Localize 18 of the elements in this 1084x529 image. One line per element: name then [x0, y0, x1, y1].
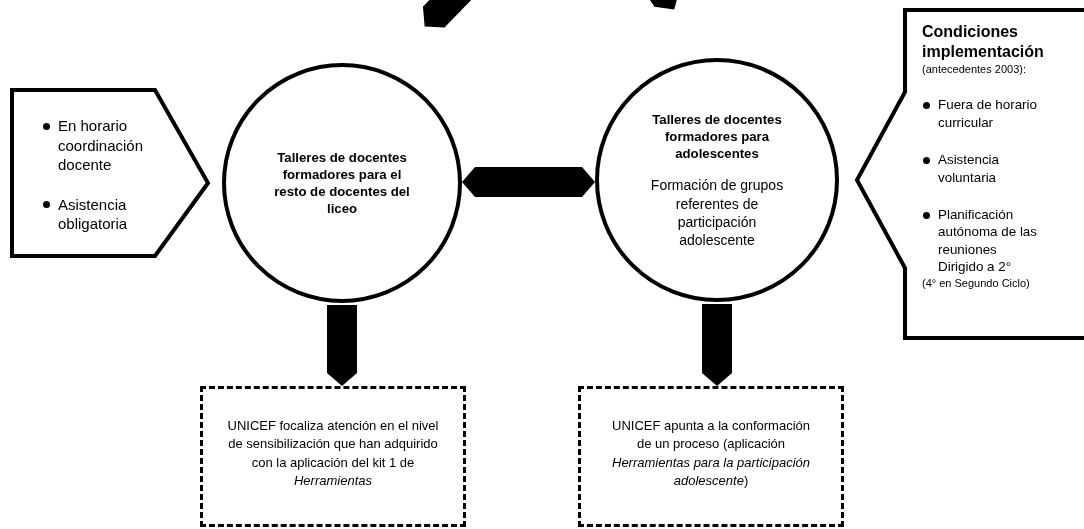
- note-text: (antecedentes 2003):: [922, 62, 1027, 77]
- node-text: Formación de grupos referentes de participación adolescente: [649, 176, 785, 250]
- bullet-item: Asistencia voluntaria: [922, 151, 1042, 186]
- notched-box: [855, 8, 1082, 340]
- dashed-note-box: [578, 386, 844, 527]
- note-text: (4° en Segundo Ciclo): [922, 275, 1031, 290]
- bullet-item: Asistencia obligatoria: [42, 194, 160, 234]
- heading: Condiciones implementación: [922, 22, 1042, 62]
- note-text: UNICEF apunta a la conformación de un proceso (aplicación Herramientas para la participación adolescente): [611, 417, 811, 490]
- pointed-box: [10, 88, 210, 258]
- note-text: UNICEF focaliza atención en el nivel de sensibilización que han adquirido con la aplicación del kit 1 de Herramientas: [226, 417, 440, 490]
- bullet-item: Planificación autónoma de las reuniones: [922, 206, 1042, 259]
- bullet-item: En horario coordinación docente: [42, 116, 160, 175]
- bullet-item: Fuera de horario curricular: [922, 96, 1042, 132]
- node-title: Talleres de docentes formadores para adolescentes: [651, 110, 783, 163]
- dashed-note-box: [200, 386, 466, 527]
- list-text: Dirigido a 2°: [937, 258, 1013, 276]
- node-title: Talleres de docentes formadores para el resto de docentes del liceo: [273, 148, 411, 218]
